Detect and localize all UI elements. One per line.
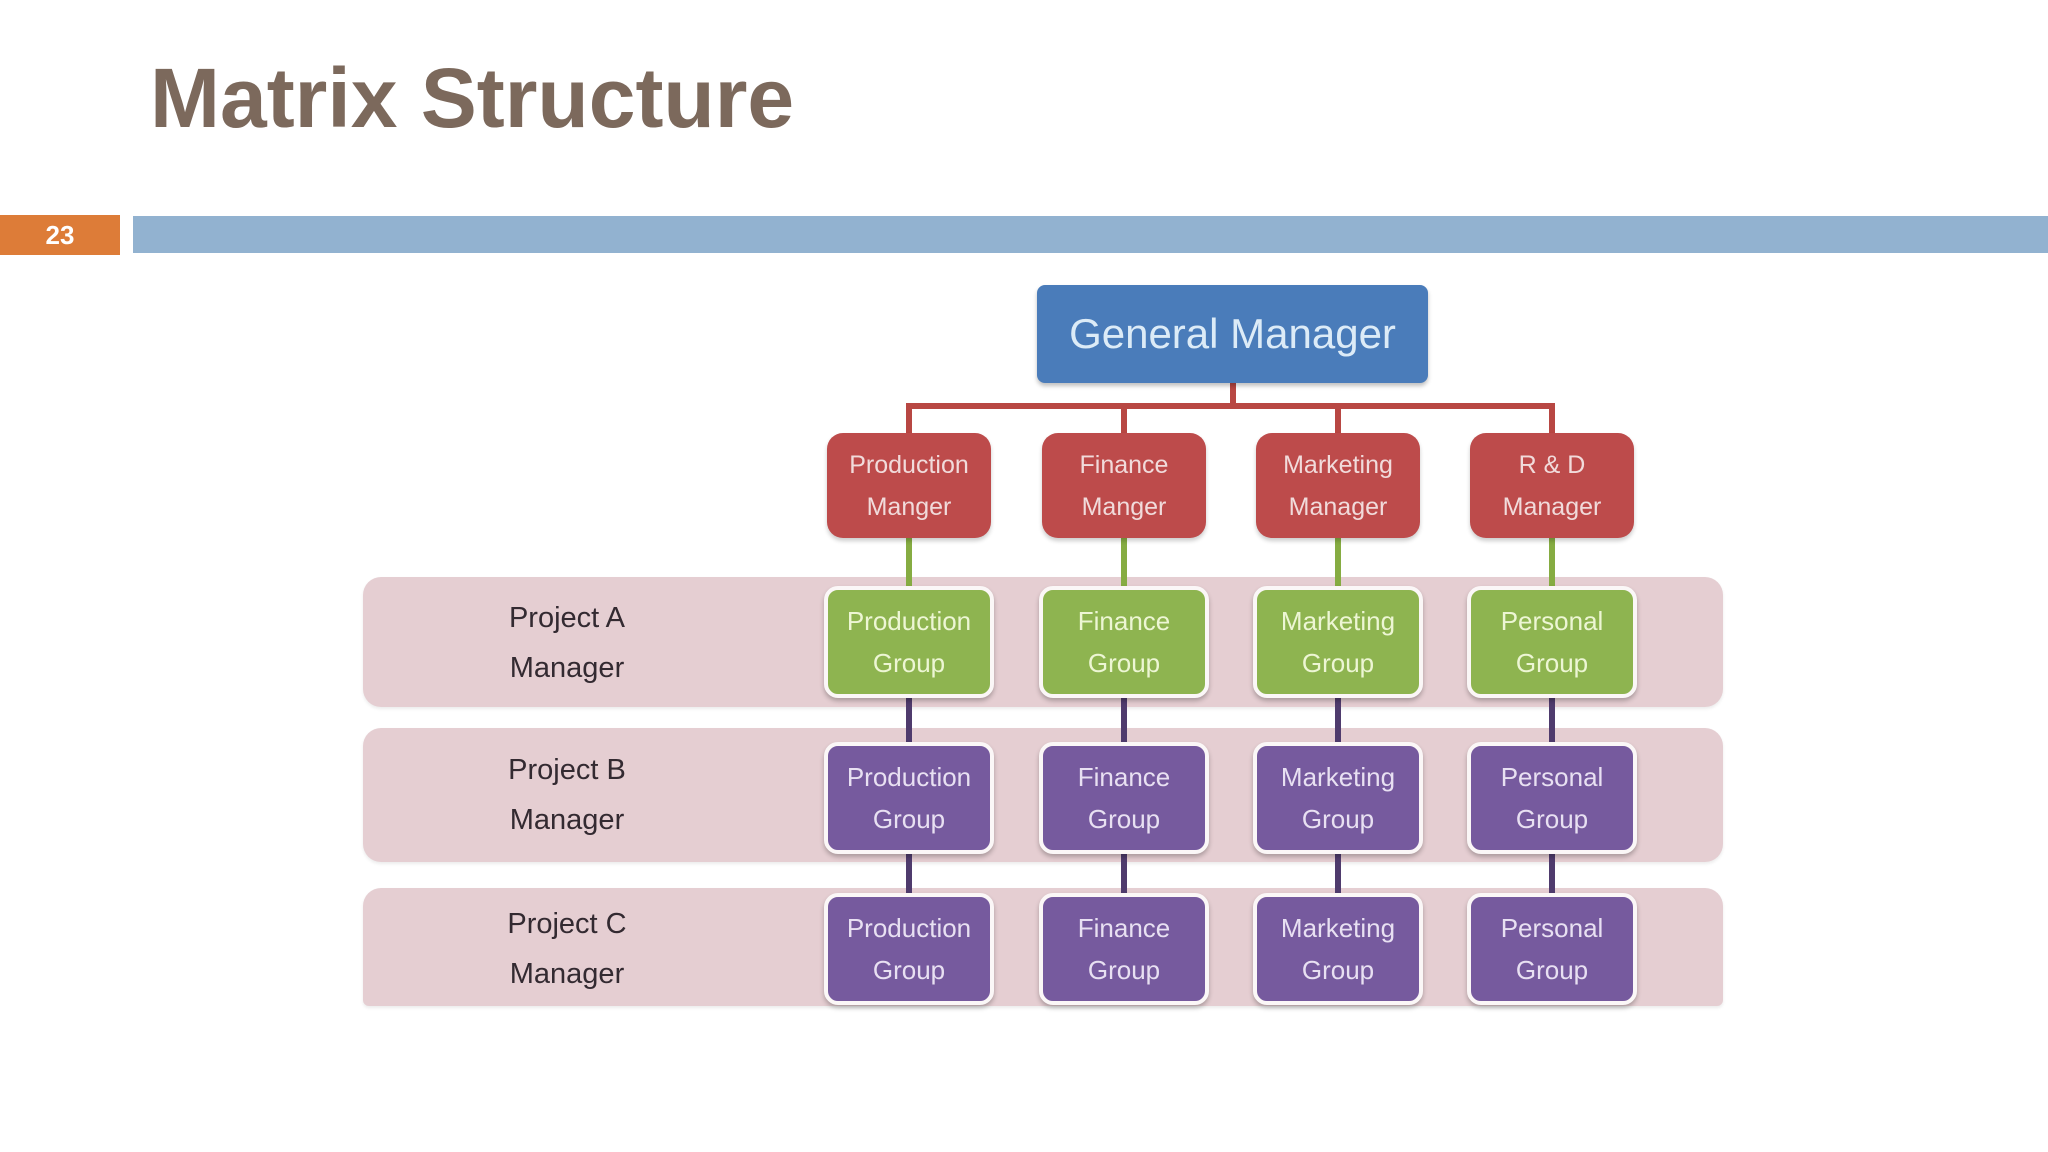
node-label-line: Finance [1077, 762, 1171, 792]
project-label-line: Project B [508, 754, 626, 786]
manager-node-finance: Finance Manger [1042, 433, 1206, 538]
node-label-line: Group [1301, 648, 1375, 678]
manager-node-production: Production Manger [827, 433, 991, 538]
node-label-line: Manager [1502, 492, 1602, 521]
connector-green-col-0 [906, 538, 912, 590]
node-label-line: Personal [1500, 762, 1604, 792]
node-label-line: Personal [1500, 913, 1604, 943]
general-manager-label: General Manager [1069, 310, 1396, 357]
connector-purple-ab-col-0 [906, 694, 912, 746]
node-label-line: Production [846, 762, 972, 792]
node-label-line: Group [1087, 955, 1161, 985]
node-label-line: Finance [1077, 606, 1171, 636]
manager-node-rd: R & D Manager [1470, 433, 1634, 538]
node-label-line: Personal [1500, 606, 1604, 636]
group-node-c-finance: Finance Group [1039, 893, 1209, 1005]
connector-red-drop-marketing [1335, 403, 1341, 435]
group-node-a-production: Production Group [824, 586, 994, 698]
node-label-line: Group [872, 804, 946, 834]
manager-node-marketing: Marketing Manager [1256, 433, 1420, 538]
node-label-line: Manger [866, 492, 952, 521]
project-a-label: Project A Manager [429, 593, 705, 693]
project-label-line: Manager [509, 804, 625, 836]
group-node-b-production: Production Group [824, 742, 994, 854]
connector-green-col-2 [1335, 538, 1341, 590]
node-label-line: Group [872, 955, 946, 985]
node-label-line: R & D [1518, 450, 1586, 479]
project-b-label: Project B Manager [429, 745, 705, 845]
connector-green-col-1 [1121, 538, 1127, 590]
connector-horizontal-rail [906, 403, 1555, 409]
page-number: 23 [45, 219, 75, 250]
group-node-a-personal: Personal Group [1467, 586, 1637, 698]
slide-title: Matrix Structure [150, 51, 795, 145]
group-node-c-marketing: Marketing Group [1253, 893, 1423, 1005]
project-label-line: Manager [509, 958, 625, 990]
connector-red-drop-production [906, 403, 912, 435]
group-node-a-marketing: Marketing Group [1253, 586, 1423, 698]
header-accent-bar [133, 216, 2048, 253]
node-label-line: Group [1301, 804, 1375, 834]
connector-red-drop-finance [1121, 403, 1127, 435]
connector-purple-ab-col-2 [1335, 694, 1341, 746]
node-label-line: Group [872, 648, 946, 678]
node-label-line: Marketing [1280, 913, 1396, 943]
group-node-a-finance: Finance Group [1039, 586, 1209, 698]
connector-red-drop-rd [1549, 403, 1555, 435]
project-label-line: Project C [507, 908, 627, 940]
node-label-line: Manager [1288, 492, 1388, 521]
connector-purple-ab-col-3 [1549, 694, 1555, 746]
connector-green-col-3 [1549, 538, 1555, 590]
node-label-line: Production [846, 606, 972, 636]
node-label-line: Group [1515, 648, 1589, 678]
connector-purple-ab-col-1 [1121, 694, 1127, 746]
group-node-b-personal: Personal Group [1467, 742, 1637, 854]
project-c-label: Project C Manager [429, 899, 705, 999]
node-label-line: Production [846, 913, 972, 943]
node-label-line: Marketing [1283, 450, 1393, 479]
node-label-line: Group [1087, 804, 1161, 834]
node-label-line: Finance [1079, 450, 1169, 479]
connector-root-stem [1230, 382, 1236, 408]
node-label-line: Group [1515, 955, 1589, 985]
node-label-line: Group [1515, 804, 1589, 834]
connector-purple-bc-col-0 [906, 850, 912, 898]
group-node-b-marketing: Marketing Group [1253, 742, 1423, 854]
project-label-line: Manager [509, 652, 625, 684]
page-number-badge: 23 [0, 215, 120, 255]
connector-purple-bc-col-1 [1121, 850, 1127, 898]
connector-purple-bc-col-3 [1549, 850, 1555, 898]
general-manager-node: General Manager [1037, 285, 1428, 383]
node-label-line: Production [849, 450, 969, 479]
group-node-c-personal: Personal Group [1467, 893, 1637, 1005]
node-label-line: Group [1087, 648, 1161, 678]
project-label-line: Project A [508, 602, 626, 634]
node-label-line: Marketing [1280, 606, 1396, 636]
group-node-c-production: Production Group [824, 893, 994, 1005]
node-label-line: Finance [1077, 913, 1171, 943]
node-label-line: Group [1301, 955, 1375, 985]
group-node-b-finance: Finance Group [1039, 742, 1209, 854]
node-label-line: Manger [1081, 492, 1167, 521]
connector-purple-bc-col-2 [1335, 850, 1341, 898]
node-label-line: Marketing [1280, 762, 1396, 792]
